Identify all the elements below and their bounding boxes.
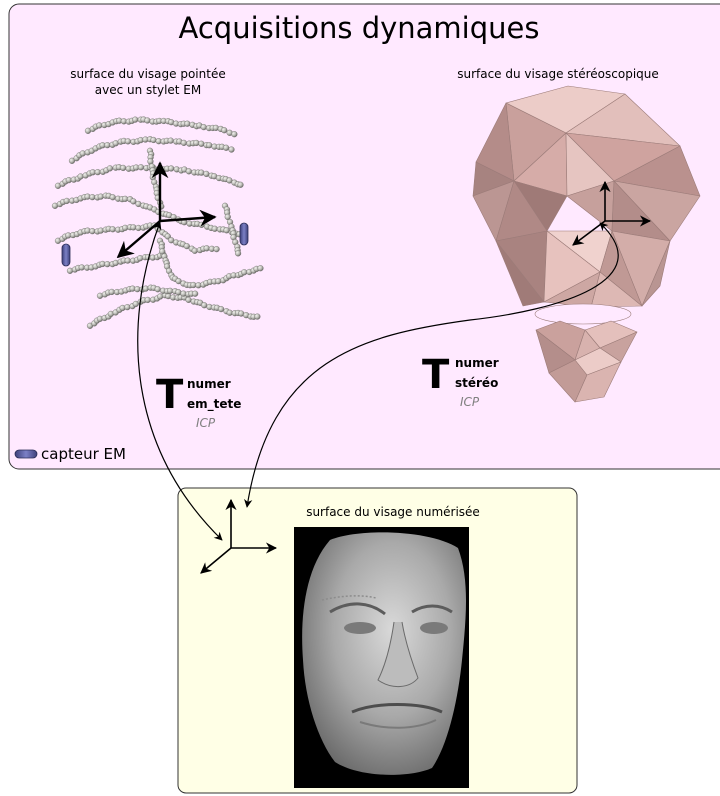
- transform-stereo-symbol: T: [422, 352, 450, 398]
- legend-label: capteur EM: [41, 445, 126, 463]
- transform-em-subscript: em_tete: [187, 397, 241, 412]
- em-sensor-icon: [62, 244, 70, 266]
- stylet-surface-label-line1: surface du visage pointée: [70, 67, 225, 81]
- digitized-face-image: [294, 527, 469, 788]
- transform-em-method: ICP: [196, 416, 216, 430]
- transform-stereo-subscript: stéréo: [455, 376, 498, 390]
- transform-stereo-method: ICP: [460, 395, 480, 409]
- transform-em-superscript: numer: [187, 377, 231, 391]
- stylet-surface-label-line2: avec un stylet EM: [95, 83, 202, 97]
- diagram-title: Acquisitions dynamiques: [179, 11, 540, 45]
- transform-stereo-superscript: numer: [455, 356, 499, 370]
- transform-em-symbol: T: [156, 372, 184, 418]
- stereo-surface-label: surface du visage stéréoscopique: [457, 67, 659, 81]
- digitized-surface-label: surface du visage numérisée: [306, 505, 480, 519]
- em-sensor-icon: [240, 223, 248, 245]
- em-sensor-legend-icon: [15, 450, 37, 458]
